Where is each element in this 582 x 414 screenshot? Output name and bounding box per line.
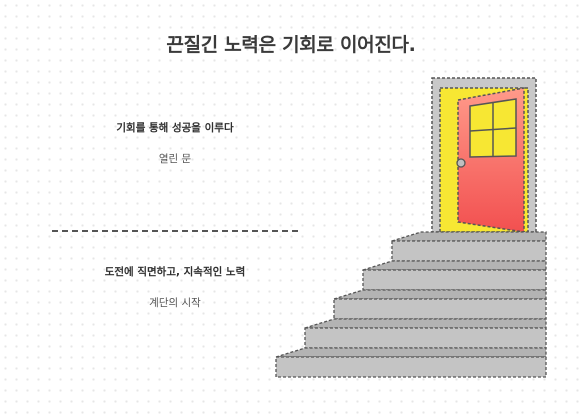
section-divider	[52, 230, 298, 232]
effort-heading: 도전에 직면하고, 지속적인 노력	[104, 266, 246, 278]
stair-step	[391, 240, 547, 262]
stair-step	[304, 327, 547, 349]
stair-step	[391, 231, 547, 242]
stairs-label: 계단의 시작	[149, 297, 201, 309]
door-window-icon	[469, 98, 517, 158]
door-knob-icon	[456, 158, 466, 168]
effort-section: 도전에 직면하고, 지속적인 노력 계단의 시작	[50, 264, 300, 310]
staircase	[275, 231, 547, 378]
stair-step	[275, 356, 547, 378]
stair-step	[362, 269, 547, 291]
stair-step	[304, 318, 547, 329]
opportunity-section: 기회를 통해 성공을 이루다 열린 문	[50, 120, 300, 166]
open-door-label: 열린 문	[158, 153, 192, 165]
stair-step	[362, 260, 547, 271]
stair-step	[275, 347, 547, 358]
diagram-title: 끈질긴 노력은 기회로 이어진다.	[166, 34, 416, 56]
stair-step	[333, 289, 547, 300]
opportunity-heading: 기회를 통해 성공을 이루다	[116, 122, 234, 134]
stair-step	[333, 298, 547, 320]
